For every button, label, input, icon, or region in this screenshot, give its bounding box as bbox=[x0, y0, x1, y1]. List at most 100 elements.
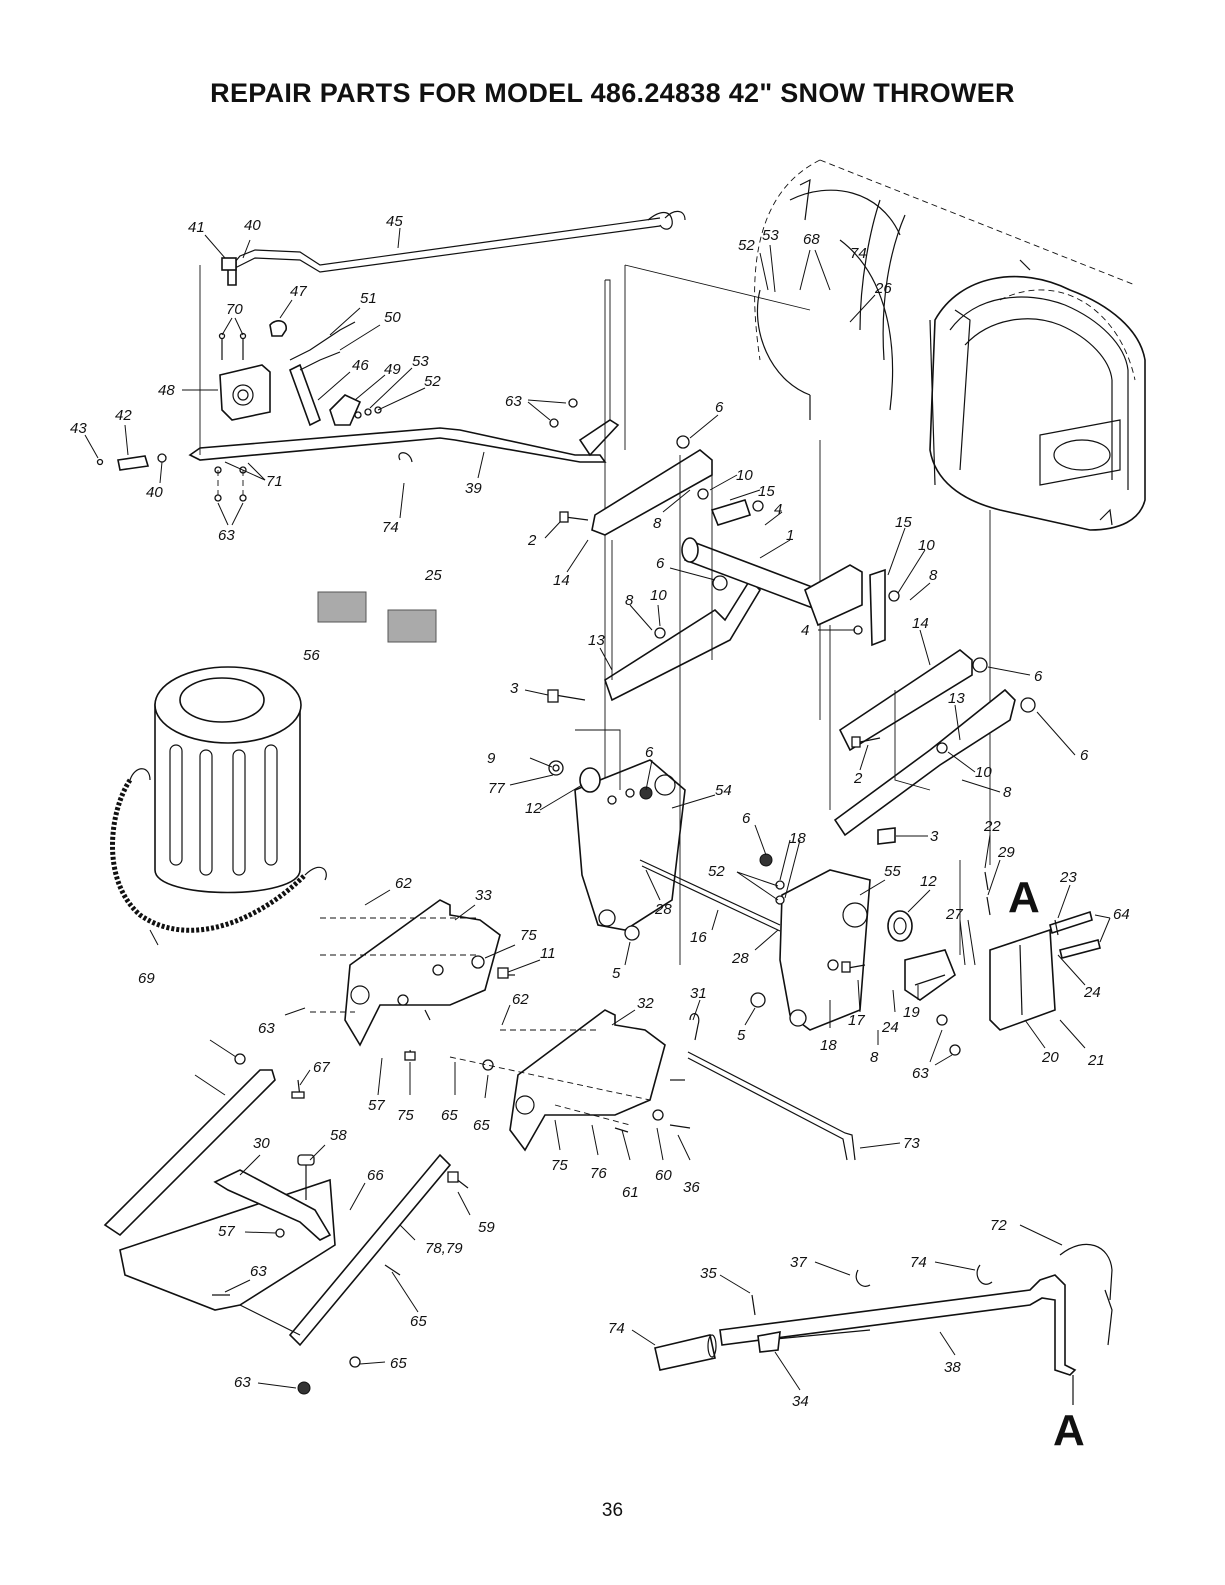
part-label: 24 bbox=[881, 1019, 899, 1036]
part-label: 12 bbox=[920, 873, 937, 890]
part-label: 59 bbox=[478, 1219, 495, 1236]
part-label: 29 bbox=[997, 844, 1015, 861]
part-label: 76 bbox=[590, 1165, 607, 1182]
part-label: 49 bbox=[384, 361, 401, 378]
part-label: 70 bbox=[226, 301, 243, 318]
part-label: 52 bbox=[424, 373, 441, 390]
part-number-labels: 41 40 45 70 47 51 50 48 46 49 53 52 43 4… bbox=[70, 213, 1130, 1410]
part-label: 69 bbox=[138, 970, 155, 987]
part-label: 3 bbox=[930, 828, 939, 845]
part-label: 36 bbox=[683, 1179, 700, 1196]
part-label: 18 bbox=[820, 1037, 837, 1054]
part-label: 62 bbox=[395, 875, 412, 892]
chute-brackets bbox=[310, 899, 691, 1152]
part-label: 11 bbox=[540, 945, 556, 962]
part-label: 75 bbox=[551, 1157, 568, 1174]
rod-30 bbox=[687, 1013, 856, 1161]
part-label: 39 bbox=[465, 480, 482, 497]
part-label: 64 bbox=[1113, 906, 1130, 923]
part-label: 6 bbox=[645, 744, 654, 761]
part-label: 56 bbox=[303, 647, 320, 664]
part-label: 8 bbox=[625, 592, 634, 609]
part-label: 73 bbox=[903, 1135, 920, 1152]
part-label: 6 bbox=[742, 810, 751, 827]
part-label: 65 bbox=[410, 1313, 427, 1330]
part-label: 10 bbox=[975, 764, 992, 781]
part-label: 41 bbox=[188, 219, 205, 236]
part-label: 6 bbox=[1034, 668, 1043, 685]
part-label: 74 bbox=[382, 519, 399, 536]
part-label: 31 bbox=[690, 985, 707, 1002]
part-label: 15 bbox=[758, 483, 775, 500]
part-label: 63 bbox=[234, 1374, 251, 1391]
part-label: 66 bbox=[367, 1167, 384, 1184]
handle-assembly bbox=[654, 1243, 1113, 1376]
part-label: 46 bbox=[352, 357, 369, 374]
part-label: 5 bbox=[737, 1027, 746, 1044]
part-label: 35 bbox=[700, 1265, 717, 1282]
part-label: 9 bbox=[487, 750, 496, 767]
part-label: 55 bbox=[884, 863, 901, 880]
callout-a-bottom: A bbox=[1053, 1406, 1085, 1455]
part-label: 4 bbox=[774, 501, 782, 518]
part-label: 63 bbox=[218, 527, 235, 544]
part-label: 33 bbox=[475, 887, 492, 904]
part-label: 10 bbox=[918, 537, 935, 554]
part-label: 47 bbox=[290, 283, 307, 300]
part-label: 78,79 bbox=[425, 1240, 463, 1257]
part-label: 65 bbox=[441, 1107, 458, 1124]
part-label: 52 bbox=[738, 237, 755, 254]
part-label: 8 bbox=[653, 515, 662, 532]
part-label: 40 bbox=[244, 217, 261, 234]
part-label: 62 bbox=[512, 991, 529, 1008]
part-label: 51 bbox=[360, 290, 377, 307]
part-label: 54 bbox=[715, 782, 732, 799]
part-label: 45 bbox=[386, 213, 403, 230]
part-label: 15 bbox=[895, 514, 912, 531]
part-label: 27 bbox=[945, 906, 963, 923]
part-label: 8 bbox=[870, 1049, 879, 1066]
part-label: 38 bbox=[944, 1359, 961, 1376]
part-label: 74 bbox=[850, 245, 867, 262]
deflector-assembly bbox=[103, 1053, 469, 1395]
decals-25 bbox=[317, 591, 437, 643]
page-number: 36 bbox=[601, 1500, 624, 1521]
part-label: 30 bbox=[253, 1135, 270, 1152]
part-label: 8 bbox=[929, 567, 938, 584]
part-label: 58 bbox=[330, 1127, 347, 1144]
page-title: REPAIR PARTS FOR MODEL 486.24838 42" SNO… bbox=[210, 78, 1015, 108]
frame-linkage bbox=[547, 435, 1101, 1056]
part-label: 63 bbox=[250, 1263, 267, 1280]
part-label: 42 bbox=[115, 407, 132, 424]
part-label: 75 bbox=[520, 927, 537, 944]
part-label: 65 bbox=[473, 1117, 490, 1134]
part-label: 74 bbox=[608, 1320, 625, 1337]
part-label: 10 bbox=[736, 467, 753, 484]
part-label: 6 bbox=[1080, 747, 1089, 764]
part-label: 3 bbox=[510, 680, 519, 697]
part-label: 67 bbox=[313, 1059, 330, 1076]
part-label: 63 bbox=[258, 1020, 275, 1037]
part-label: 72 bbox=[990, 1217, 1007, 1234]
part-label: 22 bbox=[983, 818, 1001, 835]
part-label: 34 bbox=[792, 1393, 809, 1410]
part-label: 63 bbox=[505, 393, 522, 410]
part-label: 16 bbox=[690, 929, 707, 946]
leader-lines bbox=[84, 227, 1111, 1391]
part-label: 71 bbox=[266, 473, 283, 490]
part-label: 28 bbox=[731, 950, 749, 967]
part-label: 52 bbox=[708, 863, 725, 880]
part-label: 77 bbox=[488, 780, 505, 797]
auger-housing bbox=[754, 159, 1146, 865]
part-label: 37 bbox=[790, 1254, 807, 1271]
part-label: 6 bbox=[656, 555, 665, 572]
part-label: 74 bbox=[910, 1254, 927, 1271]
part-label: 48 bbox=[158, 382, 175, 399]
part-label: 63 bbox=[912, 1065, 929, 1082]
part-label: 17 bbox=[848, 1012, 865, 1029]
shift-rod-assembly bbox=[96, 210, 811, 780]
part-label: 60 bbox=[655, 1167, 672, 1184]
part-label: 14 bbox=[553, 572, 570, 589]
part-label: 19 bbox=[903, 1004, 920, 1021]
